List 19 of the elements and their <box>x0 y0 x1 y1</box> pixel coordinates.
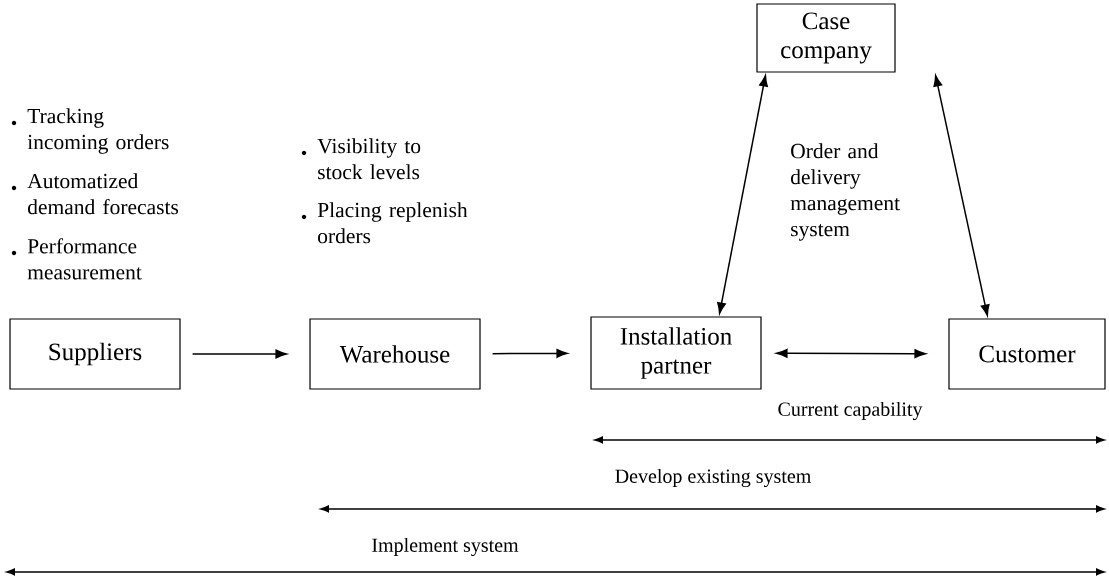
arrow <box>491 348 568 358</box>
bullet-text: Visibility to stock levels <box>317 138 421 180</box>
arrow <box>717 75 768 314</box>
arrow <box>776 348 926 359</box>
arrow <box>933 75 990 316</box>
bullet-text: Automatized demand forecasts <box>27 173 179 215</box>
note-text: Order and delivery management system <box>790 143 900 241</box>
span-label: Current capability <box>778 401 923 421</box>
bullet-text: Tracking incoming orders <box>27 108 169 154</box>
bullet-text: Performance measurement <box>27 238 142 280</box>
span-label: Develop existing system <box>615 468 811 488</box>
arrow <box>191 349 287 359</box>
process-box: Installation partner <box>590 316 762 390</box>
process-box: Case company <box>756 3 896 73</box>
process-box: Customer <box>948 318 1106 390</box>
process-box: Suppliers <box>9 318 181 390</box>
process-box: Warehouse <box>309 318 481 390</box>
bullet-text: Placing replenish orders <box>317 202 468 244</box>
span-label: Implement system <box>372 537 519 557</box>
